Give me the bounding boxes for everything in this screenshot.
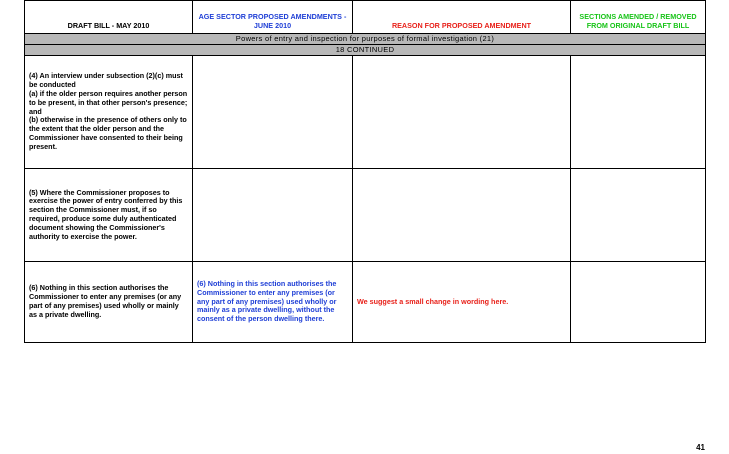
draft-text-cell: (6) Nothing in this section authorises t… (24, 261, 193, 343)
reason-text-cell (352, 168, 571, 262)
page-number: 41 (696, 443, 705, 452)
section-subtitle: 18 CONTINUED (24, 44, 706, 56)
draft-text-cell: (5) Where the Commissioner proposes to e… (24, 168, 193, 262)
draft-text-cell: (4) An interview under subsection (2)(c)… (24, 55, 193, 169)
amendments-table: DRAFT BILL - MAY 2010 AGE SECTOR PROPOSE… (24, 0, 706, 343)
reason-text-cell (352, 55, 571, 169)
table-row: (4) An interview under subsection (2)(c)… (24, 55, 706, 169)
header-sections-amended: SECTIONS AMENDED / REMOVED FROM ORIGINAL… (570, 0, 706, 34)
header-row: DRAFT BILL - MAY 2010 AGE SECTOR PROPOSE… (24, 0, 706, 34)
proposed-text-cell (192, 168, 353, 262)
section-title-row: Powers of entry and inspection for purpo… (24, 33, 706, 45)
sections-text-cell (570, 168, 706, 262)
section-subtitle-row: 18 CONTINUED (24, 44, 706, 56)
table-row: (6) Nothing in this section authorises t… (24, 261, 706, 343)
header-proposed-amendments: AGE SECTOR PROPOSED AMENDMENTS - JUNE 20… (192, 0, 353, 34)
section-title: Powers of entry and inspection for purpo… (24, 33, 706, 45)
table-row: (5) Where the Commissioner proposes to e… (24, 168, 706, 262)
reason-text-cell: We suggest a small change in wording her… (352, 261, 571, 343)
header-draft-bill: DRAFT BILL - MAY 2010 (24, 0, 193, 34)
sections-text-cell (570, 261, 706, 343)
proposed-text-cell: (6) Nothing in this section authorises t… (192, 261, 353, 343)
proposed-text-cell (192, 55, 353, 169)
header-reason: REASON FOR PROPOSED AMENDMENT (352, 0, 571, 34)
sections-text-cell (570, 55, 706, 169)
